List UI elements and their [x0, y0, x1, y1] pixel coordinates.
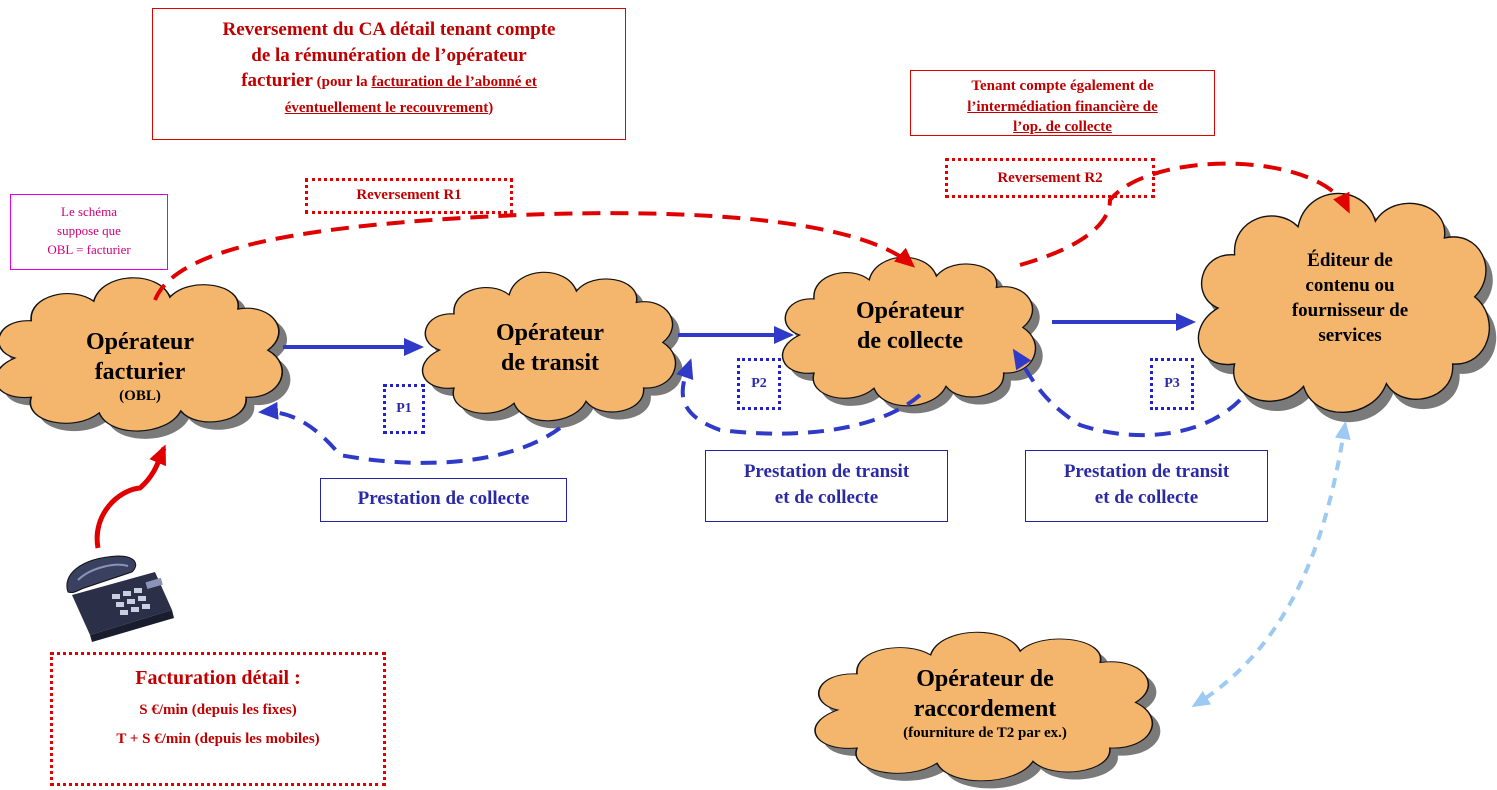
p1-text: P1 [396, 401, 412, 416]
label-operateur-transit: Opérateur de transit [465, 318, 635, 378]
arrow-reversement-r1 [153, 211, 916, 301]
assumption-line3: OBL = facturier [47, 241, 131, 257]
p3-text: P3 [1164, 376, 1180, 391]
label-p1: P1 [383, 384, 425, 434]
r1-text: Reversement R1 [356, 187, 462, 203]
label-p2: P2 [737, 358, 781, 410]
label-prestation-collecte: Prestation de collecte [320, 478, 567, 522]
editeur-line4: services [1318, 325, 1382, 347]
ptc2-line2: et de collecte [1094, 486, 1199, 508]
label-prestation-transit-collecte-1: Prestation de transit et de collecte [705, 450, 948, 522]
right-note-line2: l’intermédiation financière de [967, 98, 1158, 115]
editeur-line2: contenu ou [1305, 275, 1395, 297]
editeur-line1: Éditeur de [1307, 250, 1393, 271]
label-reversement-r1: Reversement R1 [305, 178, 513, 214]
raccordement-sub: (fourniture de T2 par ex.) [903, 725, 1067, 741]
raccordement-line1: Opérateur de [916, 666, 1054, 692]
arrow-editeur-raccordement [1191, 421, 1351, 708]
billing-box: Facturation détail : S €/min (depuis les… [50, 652, 386, 786]
assumption-line1: Le schéma [61, 204, 117, 219]
facturier-sub: (OBL) [119, 388, 161, 404]
note-obl-facturier: Le schéma suppose que OBL = facturier [10, 194, 168, 270]
prestation-collecte-text: Prestation de collecte [357, 488, 530, 509]
transit-line2: de transit [501, 350, 599, 376]
label-operateur-collecte: Opérateur de collecte [825, 296, 995, 356]
top-note-line4: éventuellement le recouvrement [284, 99, 489, 116]
facturier-line2: facturier [94, 359, 186, 385]
ptc2-line1: Prestation de transit [1063, 461, 1230, 482]
right-note-line1: Tenant compte également de [971, 78, 1154, 94]
collecte-line1: Opérateur [856, 298, 964, 324]
label-editeur-contenu: Éditeur de contenu ou fournisseur de ser… [1255, 248, 1445, 348]
assumption-line2: suppose que [57, 222, 121, 238]
arrow-prestation-collecte [258, 401, 562, 465]
ptc1-line1: Prestation de transit [743, 461, 910, 482]
desk-phone-icon [66, 555, 174, 642]
top-note-line2: de la rémunération de l’opérateur [251, 44, 527, 66]
note-reversement-ca: Reversement du CA détail tenant compte d… [152, 8, 626, 140]
ptc1-line2: et de collecte [774, 486, 879, 508]
billing-fixed: S €/min (depuis les fixes) [139, 702, 297, 718]
p2-text: P2 [751, 376, 767, 391]
label-prestation-transit-collecte-2: Prestation de transit et de collecte [1025, 450, 1268, 522]
billing-mobile: T + S €/min (depuis les mobiles) [116, 731, 320, 747]
top-note-line3b: (pour la [312, 74, 372, 91]
transit-line1: Opérateur [496, 320, 604, 346]
label-p3: P3 [1150, 358, 1194, 410]
arrow-prestation-transit-collecte-2 [1012, 348, 1242, 438]
arrow-prestation-transit-collecte-1 [676, 358, 922, 436]
note-intermediation: Tenant compte également de l’intermédiat… [910, 70, 1215, 136]
collecte-line2: de collecte [857, 328, 963, 354]
editeur-line3: fournisseur de [1291, 300, 1409, 322]
arrow-reversement-r2 [1019, 161, 1350, 267]
facturier-line1: Opérateur [86, 329, 194, 355]
billing-title: Facturation détail : [135, 667, 301, 689]
arrow-phone-to-facturier [94, 444, 167, 549]
top-note-line1: Reversement du CA détail tenant compte [222, 19, 556, 40]
raccordement-line2: raccordement [913, 696, 1057, 722]
top-note-line4b: ) [488, 99, 494, 116]
top-note-line3c: facturation de l’abonné et [371, 74, 537, 91]
label-reversement-r2: Reversement R2 [945, 158, 1155, 198]
label-operateur-facturier: Opérateur facturier (OBL) [55, 327, 225, 407]
r2-text: Reversement R2 [997, 170, 1103, 186]
top-note-line3a: facturier [241, 70, 313, 92]
label-operateur-raccordement: Opérateur de raccordement (fourniture de… [880, 664, 1090, 744]
right-note-line3: l’op. de collecte [1013, 119, 1112, 136]
